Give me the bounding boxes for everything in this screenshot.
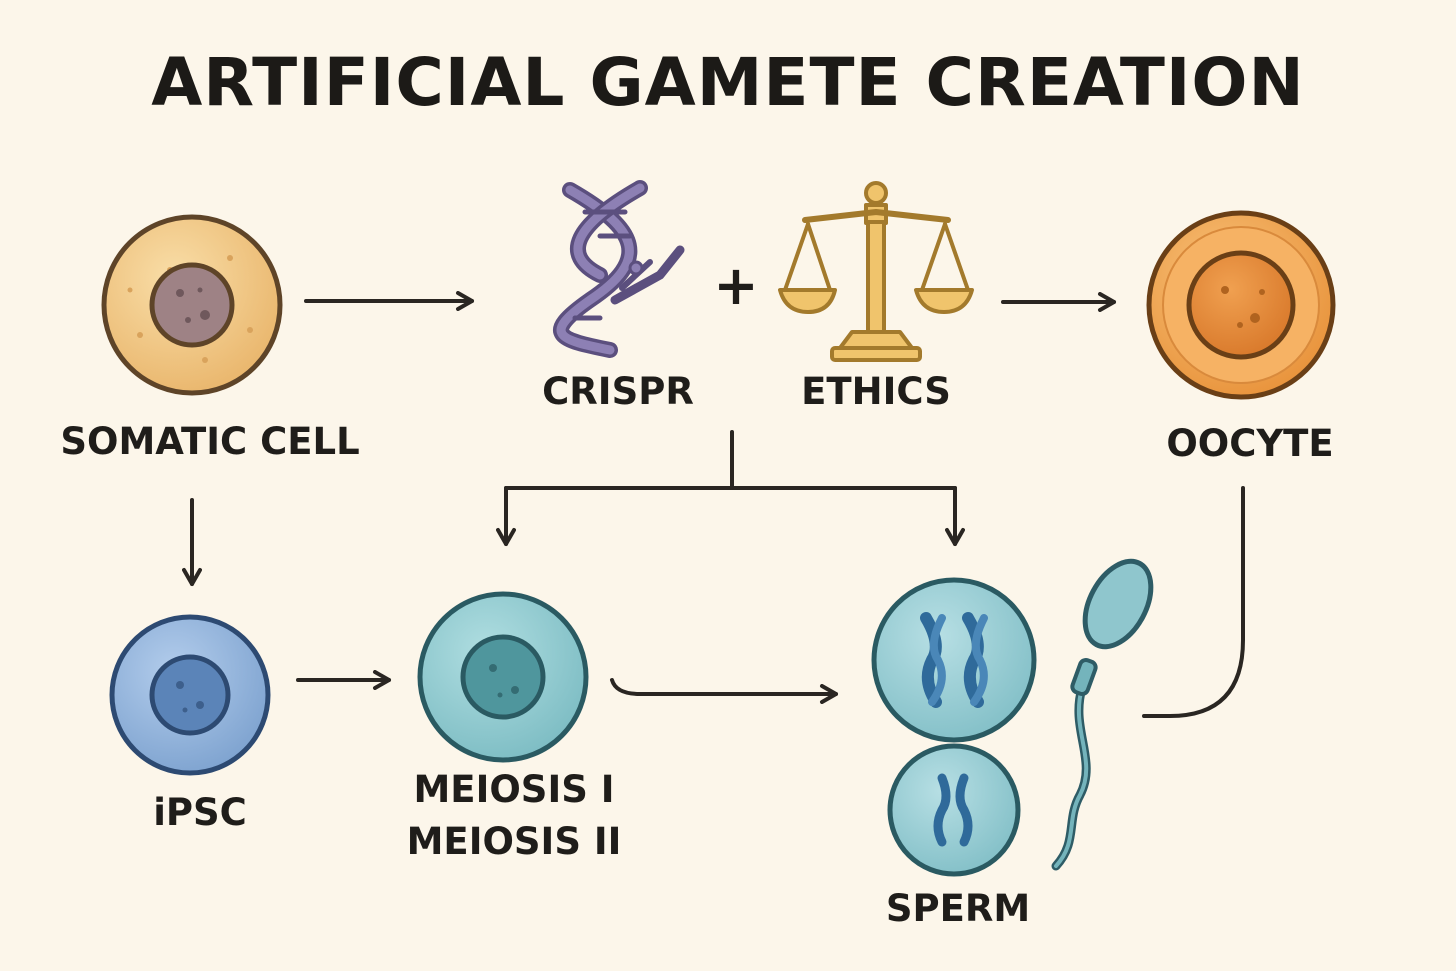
label-somatic-cell: SOMATIC CELL xyxy=(60,420,360,463)
line-oocyte-to-sperm xyxy=(1142,486,1245,718)
label-sperm: SPERM xyxy=(885,887,1031,930)
plus-sign: + xyxy=(713,254,758,317)
oocyte-cell-icon xyxy=(1146,210,1336,400)
label-ethics: ETHICS xyxy=(801,370,951,413)
diagram-title: ARTIFICIAL GAMETE CREATION xyxy=(151,44,1305,121)
label-meiosis-2: MEIOSIS II xyxy=(406,820,622,863)
label-ipsc: iPSC xyxy=(153,791,247,834)
label-oocyte: OOCYTE xyxy=(1166,422,1334,465)
meiosis-cell-icon xyxy=(417,591,589,763)
balance-scale-icon xyxy=(778,181,974,362)
label-crispr: CRISPR xyxy=(542,370,694,413)
dna-scissors-icon xyxy=(553,180,685,358)
ipsc-cell-icon xyxy=(109,614,271,776)
arrow-meiosis-to-sperm xyxy=(610,678,838,704)
label-meiosis-1: MEIOSIS I xyxy=(413,768,615,811)
sperm-cell-icon xyxy=(1051,558,1154,871)
haploid-cell-icon xyxy=(887,743,1021,877)
dividing-cell-icon xyxy=(871,577,1037,743)
somatic-cell-icon xyxy=(101,214,283,396)
branch-connector xyxy=(504,430,957,490)
